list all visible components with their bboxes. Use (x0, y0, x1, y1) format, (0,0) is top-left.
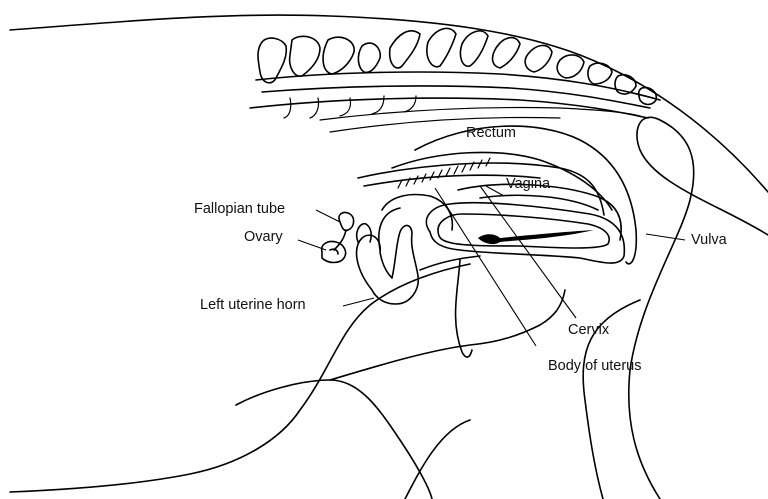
label-rectum: Rectum (466, 125, 516, 141)
label-vulva: Vulva (691, 232, 728, 248)
label-left-uterine-horn: Left uterine horn (200, 297, 306, 313)
fallopian-tube (334, 212, 354, 250)
ovary (322, 241, 346, 262)
label-fallopian-tube: Fallopian tube (194, 201, 285, 217)
left-uterine-horn (357, 224, 419, 304)
label-vagina: Vagina (506, 176, 551, 192)
leader-lines (298, 186, 685, 346)
leader-body-of-uterus (435, 188, 536, 346)
leader-vagina (486, 186, 504, 196)
leader-fallopian-tube (316, 210, 340, 222)
body-outline (10, 15, 768, 499)
label-ovary: Ovary (244, 229, 283, 245)
label-body-of-uterus: Body of uterus (548, 358, 642, 374)
leader-vulva (646, 234, 685, 240)
label-cervix: Cervix (568, 322, 610, 338)
spine (250, 28, 660, 132)
leader-ovary (298, 240, 326, 250)
